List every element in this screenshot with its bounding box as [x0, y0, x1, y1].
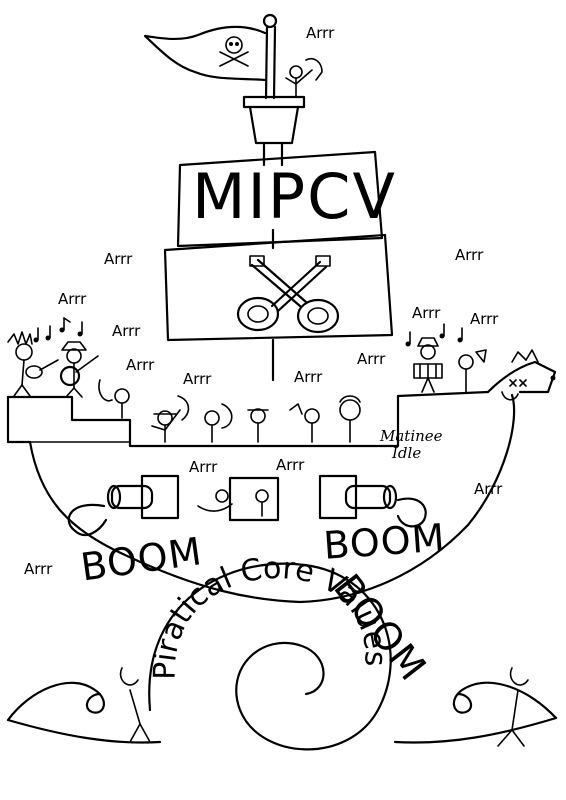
crows-nest	[242, 57, 323, 145]
boom-word: BOOM	[322, 515, 447, 568]
shout: Arrr	[455, 246, 484, 264]
wave-icon	[6, 681, 558, 744]
sign-title: MIPCV	[192, 160, 397, 233]
musician-accordion	[413, 337, 443, 393]
cabin-note: Matinee Idle	[380, 428, 443, 462]
musician-left	[7, 331, 59, 397]
shout: Arrr	[412, 304, 441, 322]
music-notes-icon	[33, 317, 463, 347]
musician-drummer	[458, 349, 487, 393]
shout: Arrr	[357, 350, 386, 368]
shout: Arrr	[58, 290, 87, 308]
shout: Arrr	[183, 370, 212, 388]
shout: Arrr	[276, 456, 305, 474]
crossed-guitars-icon	[236, 255, 340, 334]
skull-crossbones-flag-icon	[143, 25, 267, 82]
shout: Arrr	[189, 458, 218, 476]
main-sail	[163, 233, 394, 342]
shout: Arrr	[294, 368, 323, 386]
mast	[262, 13, 284, 382]
shout: Arrr	[104, 250, 133, 268]
cannon-icon	[318, 474, 427, 528]
dog-figurehead-icon	[501, 349, 556, 401]
deck-crew	[98, 379, 361, 443]
cabin-note-line1: Matinee	[380, 427, 443, 445]
sign-board	[176, 150, 384, 248]
gunport	[197, 476, 280, 522]
cannon-icon	[67, 474, 180, 537]
shout: Arrr	[24, 560, 53, 578]
shout: Arrr	[474, 480, 503, 498]
cabin-note-line2: Idle	[392, 444, 422, 462]
shout: Arrr	[470, 310, 499, 328]
fish-icon	[119, 667, 529, 747]
musician-banjo	[59, 341, 99, 398]
spiral	[148, 562, 392, 751]
shout: Arrr	[112, 322, 141, 340]
shout: Arrr	[126, 356, 155, 374]
shout: Arrr	[306, 24, 335, 42]
